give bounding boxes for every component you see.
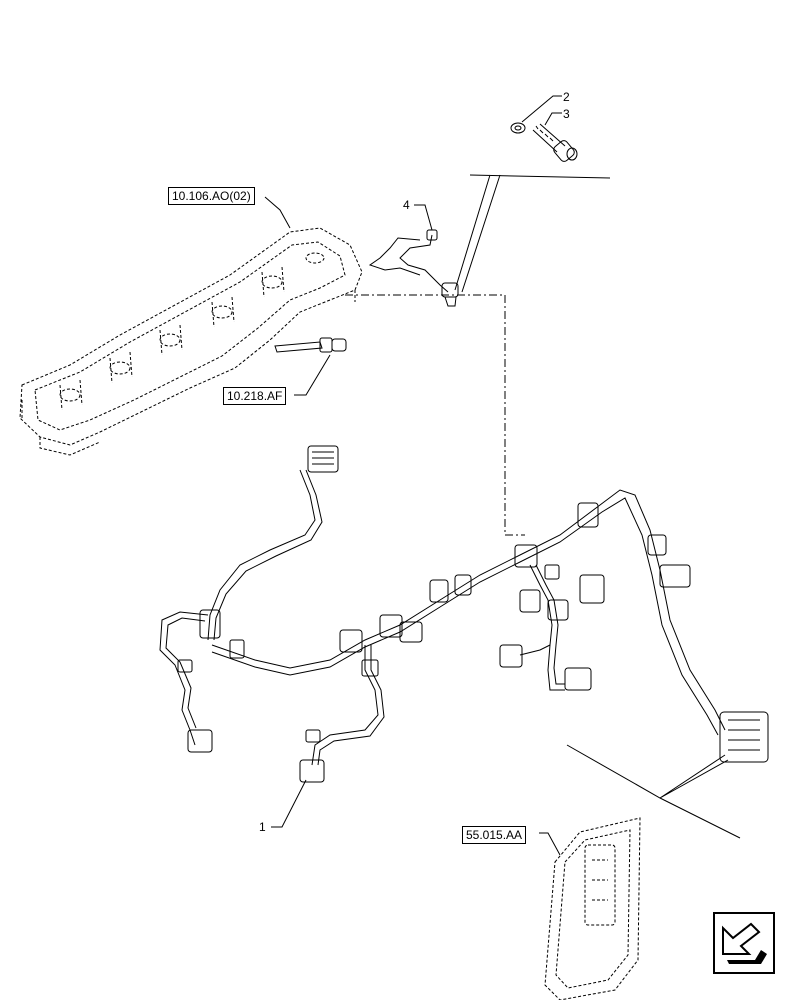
glow-plug [274, 337, 347, 353]
ecu-module [544, 817, 641, 1000]
wiring-harness [159, 445, 769, 783]
callout-item-1: 1 [259, 820, 266, 834]
dash-dot-link [345, 294, 525, 536]
arrow-glyph-icon [722, 922, 767, 964]
callout-item-3: 3 [563, 107, 570, 121]
callout-item-4: 4 [403, 198, 410, 212]
cylinder-head-frame [19, 227, 363, 456]
next-page-arrow-icon[interactable] [713, 912, 775, 974]
sensor-assembly [368, 229, 459, 307]
leader-lines [264, 95, 741, 856]
washer-and-screw [510, 122, 578, 162]
callout-item-2: 2 [563, 90, 570, 104]
ref-glow-plug-label[interactable]: 10.218.AF [223, 387, 287, 405]
ref-cylinder-head-label[interactable]: 10.106.AO(02) [168, 187, 255, 205]
ref-ecu-label[interactable]: 55.015.AA [462, 826, 527, 844]
